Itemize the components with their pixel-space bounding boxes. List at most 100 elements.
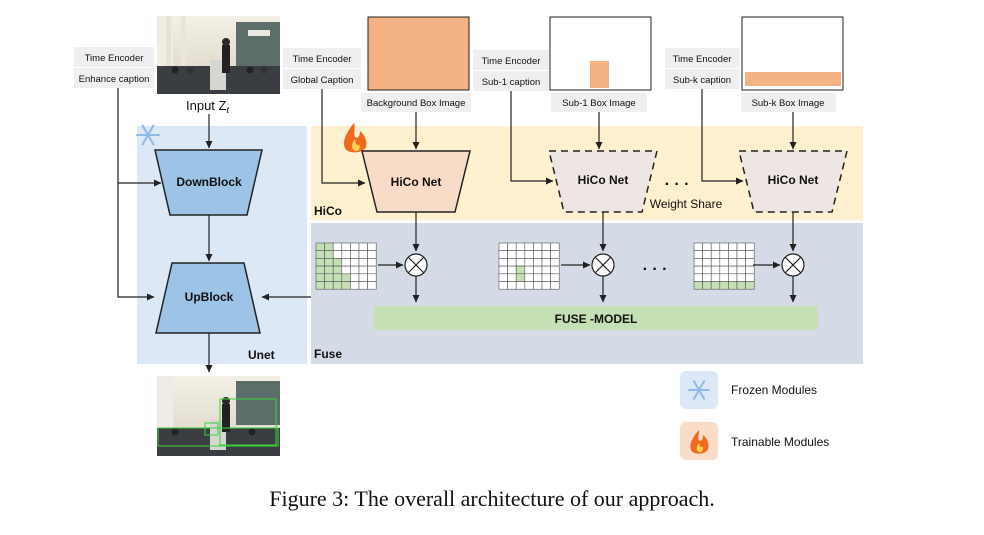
mask-cell [533,242,543,251]
mask-cell [693,258,703,267]
hico-net-trainable [361,150,471,213]
mask-cell [728,281,738,290]
legend-snowflake-icon [688,380,710,400]
fire-icon [344,123,367,153]
mask-cell [358,265,368,275]
unet-title: Unet [248,348,275,362]
hico-title: HiCo [314,204,342,218]
hico-net-shared-1 [548,150,658,213]
mask-cell [736,258,746,267]
mask-cell [332,250,343,259]
subk-mask-grid [693,242,755,290]
mask-cell [702,273,712,282]
mask-cell [332,258,343,267]
mask-cell [350,258,360,267]
mask-cell [524,250,534,259]
mask-cell [736,250,746,259]
mask-cell [498,273,508,282]
mask-cell [533,265,543,275]
mask-cell [498,265,508,275]
mask-cell [350,265,360,275]
mask-cell [533,250,543,259]
mask-cell [350,242,360,251]
fuse-model-label: FUSE -MODEL [555,312,638,326]
mask-cell [507,242,517,251]
mask-cell [350,281,360,290]
mask-cell [693,250,703,259]
mask-cell [507,273,517,282]
mask-cell [524,265,534,275]
mask-cell [515,273,526,282]
subk-box-label-bg [741,93,836,112]
mask-cell [702,281,712,290]
mask-cell [710,258,721,267]
hico-net-trainable-label: HiCo Net [391,175,442,189]
branch1-caption-box [283,69,361,89]
mask-cell [358,242,368,251]
mask-cell [324,281,334,290]
output-photo [157,376,280,456]
mask-cell [341,242,351,251]
branch1-caption: Global Caption [291,75,354,86]
mask-cell [541,242,551,251]
mask-cell [315,258,325,267]
weight-share-label: Weight Share [650,197,723,211]
up-block-label: UpBlock [185,290,234,304]
mask-cell [719,258,729,267]
mask-cell [358,250,368,259]
branch2-time-encoder-box [473,50,549,70]
mask-cell [341,281,351,290]
mask-cell [533,281,543,290]
hico-net-shared-1-label: HiCo Net [578,173,629,187]
mask-cell [315,281,325,290]
mask-cell [702,242,712,251]
mask-cell [515,258,526,267]
subk-box-image [741,16,844,91]
mask-cell [550,281,560,290]
mask-cell [550,258,560,267]
mask-cell [507,265,517,275]
mask-cell [710,281,721,290]
background-mask-grid [315,242,377,290]
mask-cell [315,273,325,282]
mask-cell [358,281,368,290]
mask-cell [702,258,712,267]
mask-cell [736,265,746,275]
mask-cell [745,281,755,290]
mask-cell [693,281,703,290]
mask-cell [315,242,325,251]
mask-cell [710,250,721,259]
mask-cell [736,273,746,282]
mask-cell [498,250,508,259]
mask-cell [745,258,755,267]
mask-cell [550,265,560,275]
mask-cell [367,250,377,259]
sub1-mask-grid [498,242,560,290]
branch3-time-encoder: Time Encoder [673,54,732,65]
mask-cell [332,242,343,251]
legend-trainable-label: Trainable Modules [731,435,829,449]
branch3-caption-box [665,69,739,89]
branch2-caption-box [473,71,549,91]
mask-cell [341,265,351,275]
mask-cell [341,258,351,267]
architecture-diagram: Unet HiCo Fuse Input Zt Time Encoder Enh… [74,16,863,460]
mask-cell [736,281,746,290]
mask-cell [533,258,543,267]
mask-cell [515,250,526,259]
hico-arrows [321,89,797,252]
figure-caption: Figure 3: The overall architecture of ou… [269,486,715,511]
mask-cell [350,250,360,259]
hico-net-shared-k-label: HiCo Net [768,173,819,187]
mask-cell [367,273,377,282]
unet-arrows [117,88,311,373]
background-box-label-bg [361,93,471,112]
mask-cell [745,242,755,251]
mask-cell [515,242,526,251]
mask-cell [728,265,738,275]
mask-cell [736,242,746,251]
fuse-ellipsis: · · · [643,261,668,278]
multiply-op-k [781,253,805,277]
background-box-image [367,16,470,91]
mask-cell [507,258,517,267]
